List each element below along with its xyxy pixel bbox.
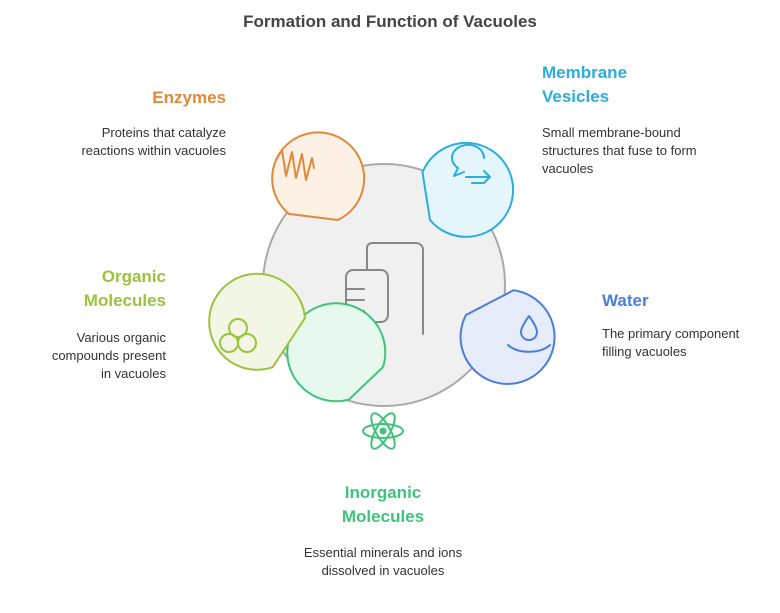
organic-molecules-pin: [208, 272, 307, 371]
organic-molecules-description: Various organic compounds present in vac…: [51, 330, 166, 381]
enzymes-description: Proteins that catalyze reactions within …: [81, 125, 226, 158]
inorganic-molecules-description: Essential minerals and ions dissolved in…: [303, 545, 463, 578]
atom-icon: [362, 412, 404, 450]
water-drop-icon: [507, 315, 551, 353]
organic-molecules-label: Organic Molecules: [83, 267, 166, 310]
diagram-title: Formation and Function of Vacuoles: [243, 12, 537, 31]
water-pin: [459, 289, 556, 385]
inorganic-molecules-label: Inorganic Molecules: [341, 483, 425, 526]
enzymes-label: Enzymes: [152, 88, 226, 107]
inorganic-molecules-pin: [286, 302, 404, 450]
membrane-vesicles-label: Membrane Vesicles: [542, 63, 628, 106]
enzymes-pin: [271, 131, 366, 222]
protein-coil-icon: [275, 149, 315, 181]
water-description: The primary component filling vacuoles: [602, 326, 740, 359]
water-label: Water: [602, 291, 649, 310]
three-circles-icon: [219, 318, 257, 353]
membrane-vesicles-pin: [421, 141, 515, 238]
membrane-vesicles-description: Small membrane-bound structures that fus…: [542, 125, 697, 176]
speech-bubble-arrow-icon: [451, 143, 491, 184]
